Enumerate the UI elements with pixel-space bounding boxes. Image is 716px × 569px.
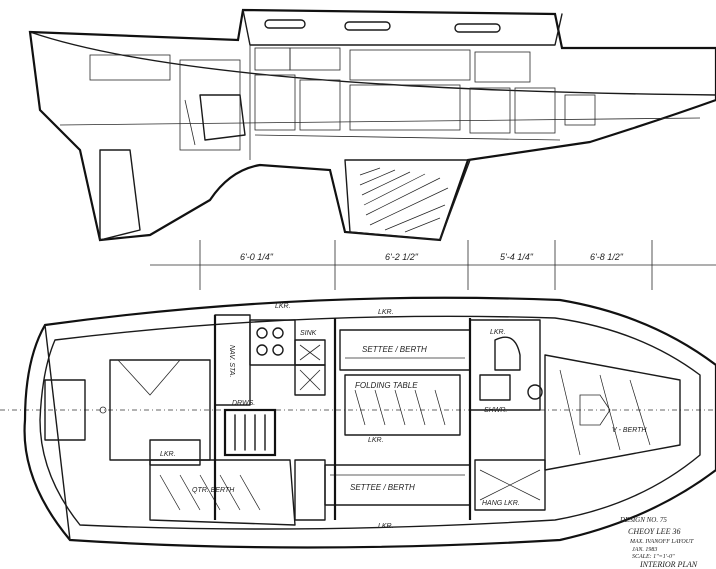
nav-station: NAV. STA. xyxy=(214,314,251,406)
dimension-2: 6'-2 1/2" xyxy=(385,252,419,262)
profile-deck-line xyxy=(29,31,716,96)
label-settee-berth-bottom: SETTEE / BERTH xyxy=(350,483,415,492)
companionway-steps xyxy=(223,408,277,457)
title-line-3: MAX. IVANOFF LAYOUT xyxy=(629,539,694,545)
stern-locker xyxy=(44,379,86,441)
profile-engine xyxy=(199,94,246,141)
profile-interior xyxy=(89,45,596,160)
label-lkr-bottom: LKR. xyxy=(378,523,394,530)
inboard-profile xyxy=(28,8,716,242)
label-folding-table: FOLDING TABLE xyxy=(355,381,418,390)
title-line-5: SCALE: 1"=1'-0" xyxy=(632,554,675,560)
label-shwr: SHWR. xyxy=(484,407,507,414)
label-settee-berth-top: SETTEE / BERTH xyxy=(362,345,427,354)
profile-cabin-top xyxy=(242,9,563,46)
plan-inner-hull xyxy=(39,315,701,530)
dimension-3: 5'-4 1/4" xyxy=(500,252,534,262)
label-lkr-right: LKR. xyxy=(490,329,506,336)
label-nav-sta: NAV. STA. xyxy=(228,345,235,377)
label-qtr-berth: QTR. BERTH xyxy=(192,487,235,494)
galley: SINK xyxy=(249,319,326,396)
v-berth: V - BERTH xyxy=(544,354,681,471)
title-line-2: CHEOY LEE 36 xyxy=(628,527,680,536)
quarter-berth: QTR. BERTH xyxy=(149,459,296,526)
settee-bottom: SETTEE / BERTH xyxy=(324,464,471,506)
label-v-berth: V - BERTH xyxy=(612,427,647,434)
title-line-6: INTERIOR PLAN xyxy=(639,560,698,569)
label-lkr-top2: LKR. xyxy=(275,303,291,310)
hanging-locker: HANG LKR. xyxy=(474,459,546,511)
station-dimensions: 6'-0 1/4" 6'-2 1/2" 5'-4 1/4" 6'-8 1/2" xyxy=(0,240,716,411)
dimension-4: 6'-8 1/2" xyxy=(590,252,624,262)
label-hang-lkr: HANG LKR. xyxy=(482,500,520,507)
title-line-1: DESIGN NO. 75 xyxy=(619,516,667,524)
label-lkr-table: LKR. xyxy=(368,437,384,444)
head-compartment: SHWR. xyxy=(469,319,543,414)
label-sink: SINK xyxy=(300,330,317,337)
title-line-4: JAN. 1983 xyxy=(632,547,657,553)
profile-portlight-3 xyxy=(454,23,501,33)
label-lkr-top: LKR. xyxy=(378,309,394,316)
folding-table: FOLDING TABLE LKR. xyxy=(344,374,461,444)
interior-plan: QTR. BERTH LKR. NAV. STA. DRWS. SINK xyxy=(23,296,716,549)
profile-keel xyxy=(344,159,471,241)
title-block: DESIGN NO. 75 CHEOY LEE 36 MAX. IVANOFF … xyxy=(619,516,698,569)
label-lkr-left: LKR. xyxy=(160,451,176,458)
profile-portlight-1 xyxy=(264,19,306,29)
dimension-1: 6'-0 1/4" xyxy=(240,252,274,262)
profile-rudder xyxy=(99,149,141,241)
label-drws: DRWS. xyxy=(232,400,255,407)
plan-hull-outline xyxy=(23,296,716,549)
settee-top: SETTEE / BERTH xyxy=(339,329,471,371)
profile-waterline xyxy=(59,117,701,126)
profile-portlight-2 xyxy=(344,21,391,31)
